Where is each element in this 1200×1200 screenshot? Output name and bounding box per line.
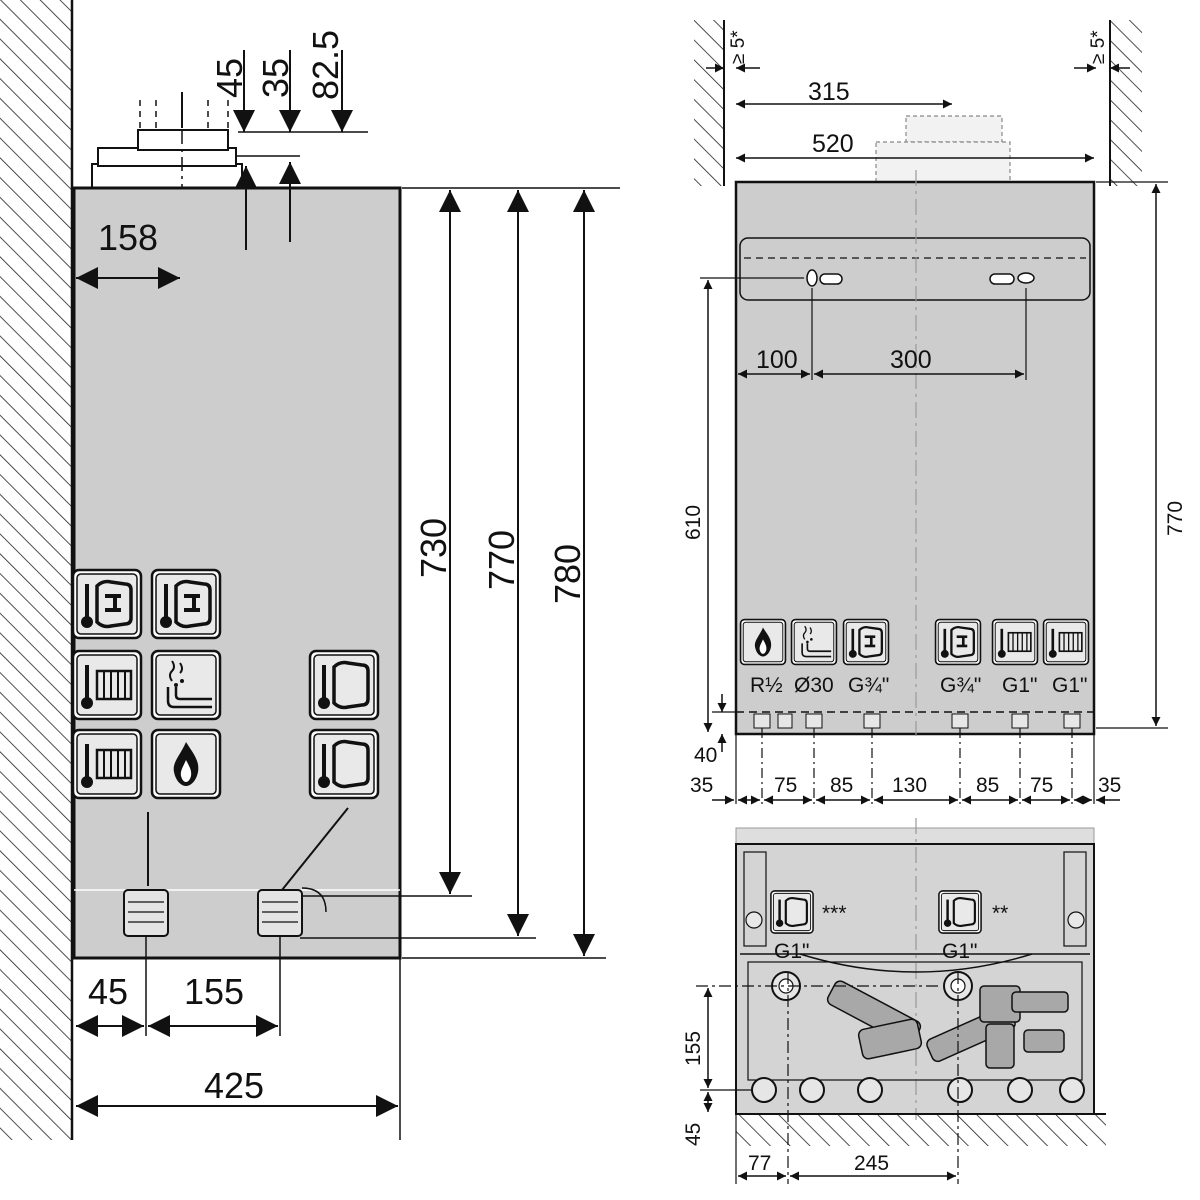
mount-slot-right [989,273,1015,285]
mount-hole-left [806,269,818,287]
dim-height-40: 40 [694,744,717,767]
dim-bottom-35-right: 35 [1098,774,1121,797]
gas-flame-icon [739,618,787,666]
bottom-marker-left: *** [822,902,847,925]
front-fittings [753,713,1081,729]
dim-bottom-85-right: 85 [976,774,999,797]
internal-pipework [826,980,1069,1069]
dim-height-780: 780 [547,544,588,604]
bottom-view: *** ** G1" G1" [682,818,1106,1184]
condensate-icon [790,618,838,666]
dim-bottom-85-left: 85 [830,774,853,797]
conn-label-return: G1" [1052,674,1087,697]
radiator-icon [71,728,143,800]
dim-bottom-75-right: 75 [1030,774,1053,797]
dim-width-315: 315 [808,78,850,106]
dim-flue-158: 158 [98,217,158,258]
clearance-left: ≥ 5* [728,30,749,64]
bottom-marker-right: ** [992,902,1008,925]
cylinder-icon [308,728,380,800]
radiator-icon [71,649,143,721]
dim-bottom-130: 130 [892,774,927,797]
conn-label-condensate: Ø30 [794,674,834,697]
conn-label-dhw-in: G¾" [940,674,981,697]
side-view: 45 35 82.5 158 730 770 780 [0,0,620,1140]
dim-bottom-45-v: 45 [682,1123,705,1146]
dim-bottom-35-left: 35 [690,774,713,797]
dim-bottom-155-v: 155 [682,1031,705,1066]
hot-water-tank-icon [150,568,222,640]
dim-bottom-77: 77 [748,1152,771,1175]
bottom-conn-right: G1" [942,940,977,963]
clearance-right: ≥ 5* [1088,30,1109,64]
dim-top-35: 35 [255,58,296,98]
hot-water-tank-icon [934,618,982,666]
dim-height-610: 610 [682,505,705,540]
radiator-icon [1042,618,1090,666]
dim-height-730: 730 [413,518,454,578]
dim-width-520: 520 [812,130,854,158]
dim-bottom-245: 245 [854,1152,889,1175]
front-view: ≥ 5* ≥ 5* 315 520 610 100 300 [682,20,1187,805]
gas-flame-icon [150,728,222,800]
conn-label-dhw-out: G¾" [848,674,889,697]
dim-width-100: 100 [756,346,798,374]
dim-width-300: 300 [890,346,932,374]
side-fitting-left [123,889,169,937]
hot-water-tank-icon [842,618,890,666]
hot-water-tank-icon [71,568,143,640]
dim-height-770-front: 770 [1164,501,1187,536]
conn-label-gas: R½ [750,674,783,697]
dim-width-425: 425 [204,1065,264,1106]
dim-height-770: 770 [481,530,522,590]
dim-bottom-45: 45 [88,971,128,1012]
cylinder-icon [769,889,815,935]
cylinder-icon [937,889,983,935]
conn-label-flow: G1" [1002,674,1037,697]
dim-top-82-5: 82.5 [305,30,346,100]
cylinder-icon [308,649,380,721]
dim-bottom-75-left: 75 [774,774,797,797]
bottom-conn-left: G1" [774,940,809,963]
dim-top-45: 45 [209,58,250,98]
condensate-icon [150,649,222,721]
dim-bottom-155: 155 [184,971,244,1012]
radiator-icon [991,618,1039,666]
